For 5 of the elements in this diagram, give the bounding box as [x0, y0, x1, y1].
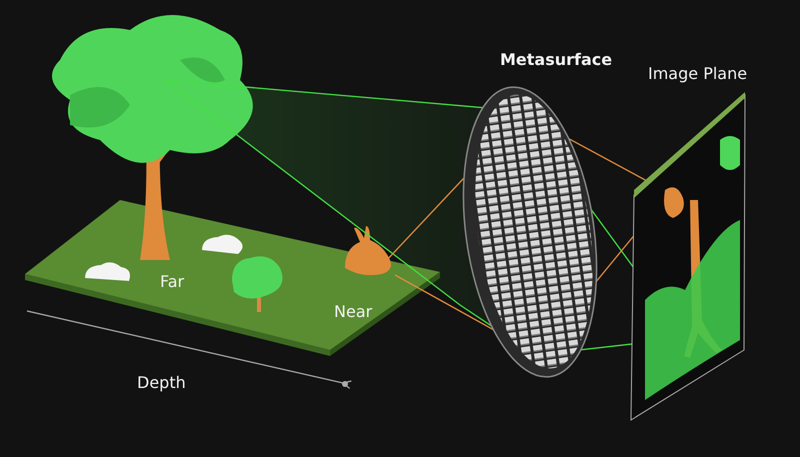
component-label: Image Plane — [648, 64, 748, 83]
axis-label: Depth — [137, 373, 186, 392]
component-label: Metasurface — [500, 50, 612, 69]
depth-label: Far — [160, 272, 184, 291]
depth-label: Near — [334, 302, 372, 321]
